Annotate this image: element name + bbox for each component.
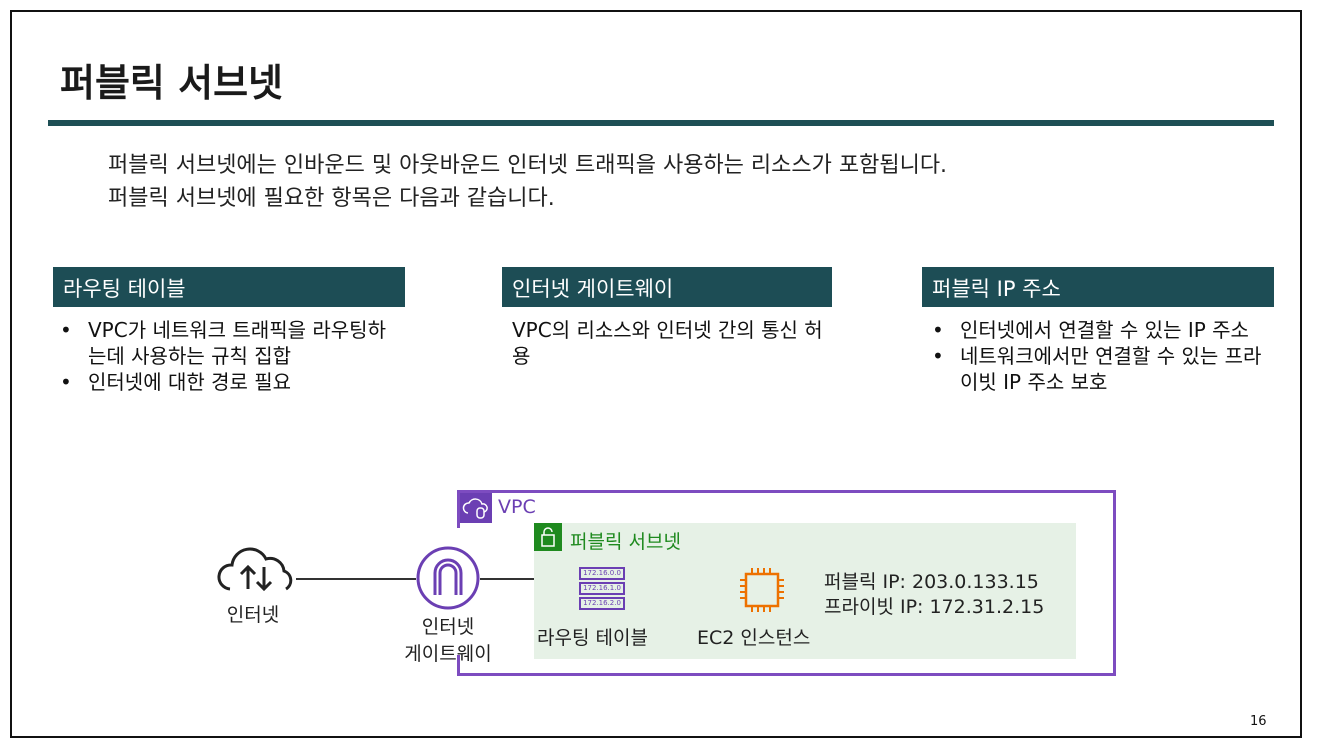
bullet: 네트워크에서만 연결할 수 있는 프라이빗 IP 주소 보호: [930, 343, 1270, 395]
vpc-box: [457, 490, 1116, 676]
route-entry: 172.16.2.0: [579, 597, 625, 610]
gateway-label-line: 인터넷: [421, 616, 475, 638]
page-number: 16: [1250, 714, 1267, 729]
gateway-label-line: 게이트웨이: [404, 643, 492, 665]
vpc-cloud-icon: [460, 493, 492, 523]
lock-icon: [534, 523, 562, 551]
private-ip-label: 프라이빗 IP: 172.31.2.15: [824, 596, 1045, 618]
route-table-description: VPC가 네트워크 트래픽을 라우팅하는데 사용하는 규칙 집합인터넷에 대한 …: [58, 317, 398, 395]
bullet: VPC가 네트워크 트래픽을 라우팅하는데 사용하는 규칙 집합: [58, 317, 398, 369]
vpc-label: VPC: [498, 496, 536, 518]
header-public-ip: 퍼블릭 IP 주소: [922, 267, 1274, 307]
vpc-border: [457, 490, 460, 528]
slide-title: 퍼블릭 서브넷: [60, 61, 283, 105]
vpc-border: [457, 655, 460, 676]
header-internet-gateway: 인터넷 게이트웨이: [502, 267, 832, 307]
route-table-label: 라우팅 테이블: [537, 627, 648, 649]
bullet: 인터넷에 대한 경로 필요: [58, 369, 398, 395]
ec2-label: EC2 인스턴스: [697, 627, 811, 649]
public-ip-description: 인터넷에서 연결할 수 있는 IP 주소네트워크에서만 연결할 수 있는 프라이…: [930, 317, 1270, 395]
internet-gateway-icon: [415, 545, 481, 615]
ec2-chip-icon: [737, 565, 787, 619]
connector-line: [296, 578, 416, 580]
title-divider: [48, 120, 1274, 126]
route-entry: 172.16.1.0: [579, 582, 625, 595]
public-ip-label: 퍼블릭 IP: 203.0.133.15: [824, 571, 1039, 593]
bullet: 인터넷에서 연결할 수 있는 IP 주소: [930, 317, 1270, 343]
header-route-table: 라우팅 테이블: [53, 267, 405, 307]
slide-frame: [10, 10, 1302, 738]
internet-cloud-icon: [216, 545, 298, 599]
subnet-label: 퍼블릭 서브넷: [570, 531, 681, 553]
gateway-description: VPC의 리소스와 인터넷 간의 통신 허용: [512, 318, 823, 368]
intro-line-2: 퍼블릭 서브넷에 필요한 항목은 다음과 같습니다.: [108, 186, 555, 211]
internet-label: 인터넷: [226, 604, 280, 626]
connector-line: [480, 578, 534, 580]
gateway-label: 인터넷 게이트웨이: [388, 612, 508, 666]
route-entry: 172.16.0.0: [579, 567, 625, 580]
intro-line-1: 퍼블릭 서브넷에는 인바운드 및 아웃바운드 인터넷 트래픽을 사용하는 리소스…: [108, 153, 948, 178]
